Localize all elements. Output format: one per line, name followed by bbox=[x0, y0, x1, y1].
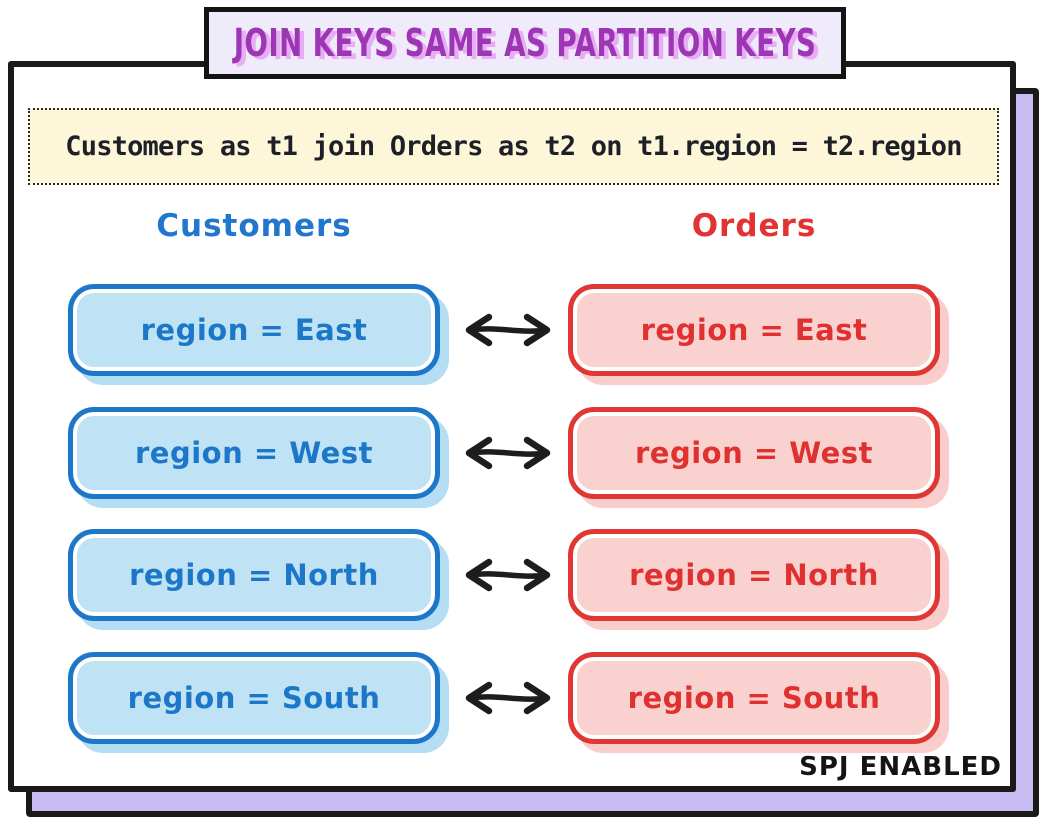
join-row-north: region = North region = North bbox=[14, 529, 1010, 625]
orders-table-header: Orders bbox=[691, 208, 817, 244]
sql-query-text: Customers as t1 join Orders as t2 on t1.… bbox=[65, 131, 962, 162]
join-row-south: region = South region = South bbox=[14, 652, 1010, 748]
double-arrow-icon bbox=[465, 558, 551, 592]
orders-partition-west: region = West bbox=[568, 407, 940, 499]
double-arrow-icon bbox=[465, 436, 551, 470]
spj-enabled-label: SPJ ENABLED bbox=[799, 752, 1002, 782]
sql-query-box: Customers as t1 join Orders as t2 on t1.… bbox=[28, 108, 999, 185]
customers-partition-west: region = West bbox=[68, 407, 440, 499]
title-banner: JOIN KEYS SAME AS PARTITION KEYS bbox=[204, 7, 846, 79]
orders-partition-east: region = East bbox=[568, 284, 940, 376]
customers-partition-south: region = South bbox=[68, 652, 440, 744]
double-arrow-icon bbox=[465, 681, 551, 715]
double-arrow-icon bbox=[465, 313, 551, 347]
join-row-west: region = West region = West bbox=[14, 407, 1010, 503]
orders-partition-south: region = South bbox=[568, 652, 940, 744]
join-row-east: region = East region = East bbox=[14, 284, 1010, 380]
page-title: JOIN KEYS SAME AS PARTITION KEYS bbox=[233, 21, 817, 65]
orders-partition-north: region = North bbox=[568, 529, 940, 621]
customers-partition-east: region = East bbox=[68, 284, 440, 376]
customers-table-header: Customers bbox=[156, 208, 352, 244]
customers-partition-north: region = North bbox=[68, 529, 440, 621]
diagram-card: Customers as t1 join Orders as t2 on t1.… bbox=[8, 61, 1016, 792]
